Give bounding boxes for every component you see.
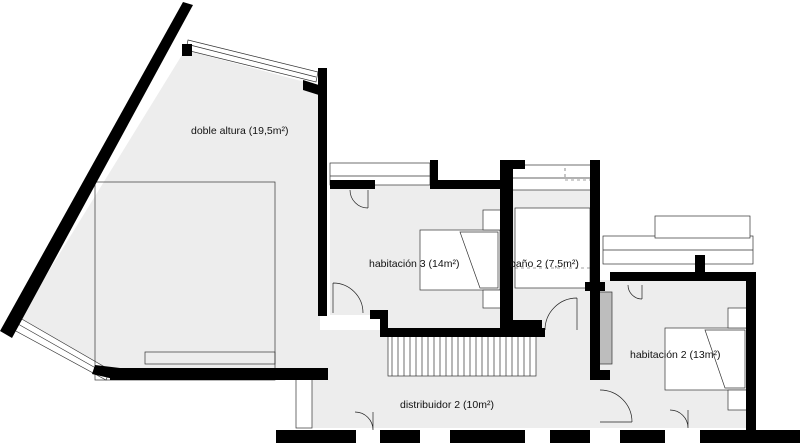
bed-icon <box>419 209 506 309</box>
room-labels: doble altura (19,5m²) habitación 3 (14m²… <box>191 125 720 411</box>
shower-icon <box>514 207 591 289</box>
room-label-habitacion-3: habitación 3 (14m²) <box>369 258 459 270</box>
door-swing-icon <box>354 411 374 431</box>
door-swing-icon <box>627 284 643 300</box>
bed-icon <box>664 307 751 411</box>
stair-icon <box>387 335 537 377</box>
window-icon <box>654 215 751 239</box>
door-swing-icon <box>669 409 689 429</box>
room-label-distribuidor-2: distribuidor 2 (10m²) <box>400 399 494 411</box>
thin-outlines <box>13 39 754 429</box>
window-icon <box>295 377 313 429</box>
door-swings <box>332 189 689 431</box>
door-swing-icon <box>349 189 369 209</box>
door-swing-icon <box>599 389 633 423</box>
door-swing-icon <box>544 297 578 331</box>
room-label-habitacion-2: habitación 2 (13m²) <box>630 349 720 361</box>
room-label-doble-altura: doble altura (19,5m²) <box>191 125 288 137</box>
door-swing-icon <box>332 282 364 314</box>
floor-habitacion-3 <box>330 185 505 330</box>
room-label-bano-2: baño 2 (7,5m²) <box>510 258 579 270</box>
window-icon <box>511 164 598 191</box>
